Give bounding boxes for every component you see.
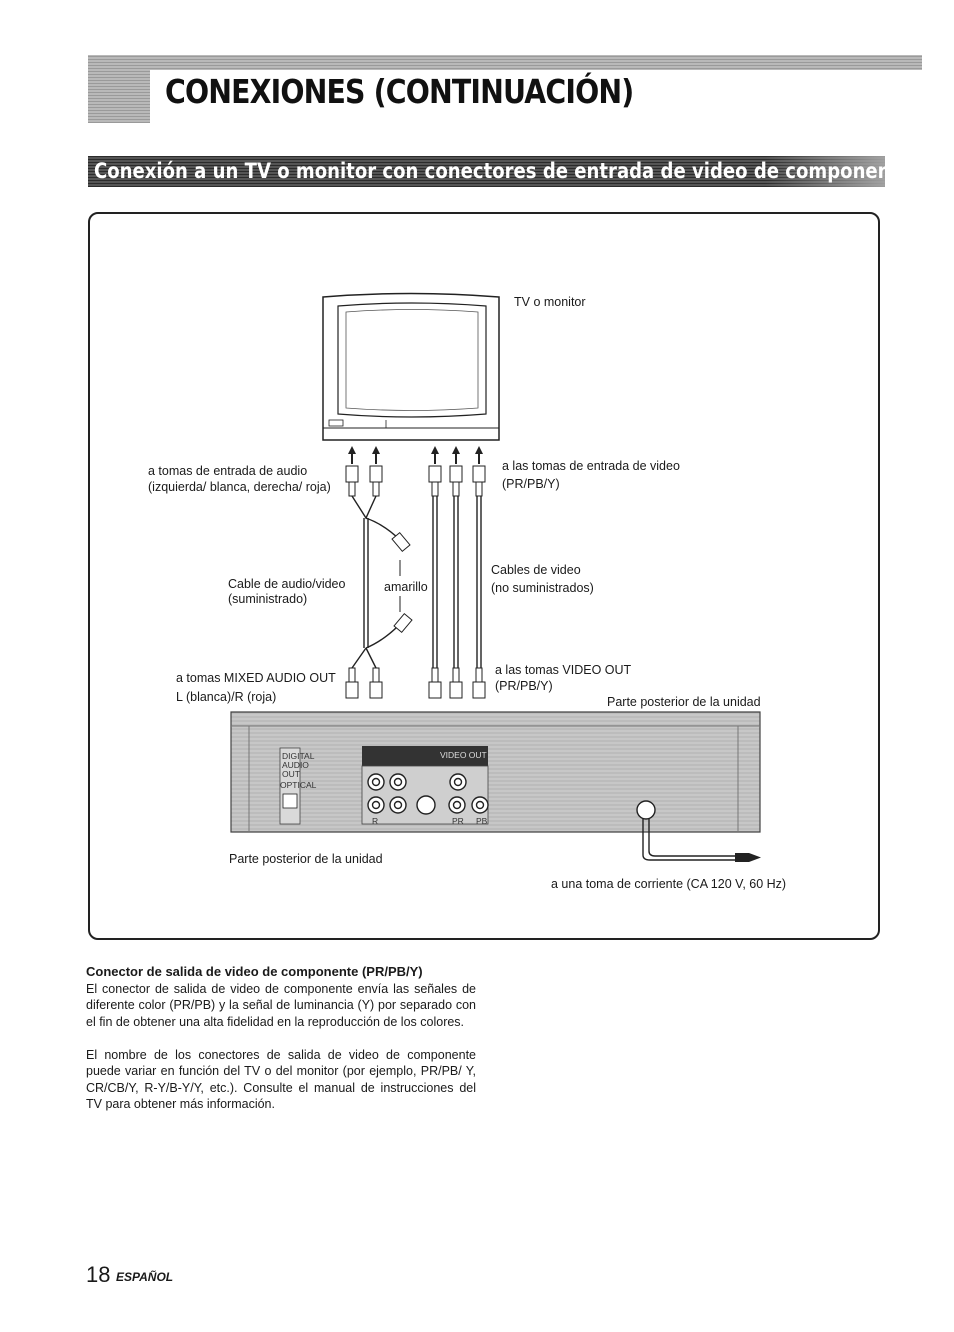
power-plug-icon [735,853,761,862]
rear-label-top: Parte posterior de la unidad [607,695,761,709]
unit-rear-panel [230,711,761,833]
panel-optical-label: OPTICAL [280,780,317,790]
tv-monitor [322,292,500,441]
panel-pb-label: PB [476,816,488,826]
audio-in-label-line1: a tomas de entrada de audio [148,464,308,478]
mixed-audio-label-line1: a tomas MIXED AUDIO OUT [176,671,336,685]
body-paragraph-1: El conector de salida de video de compon… [86,982,476,1029]
video-in-label-line2: (PR/PB/Y) [502,477,560,491]
panel-digital-label: DIGITAL AUDIO OUT [282,751,315,779]
bottom-plugs [345,667,486,699]
section-title: Conexión a un TV o monitor con conectore… [94,159,912,183]
top-plugs [345,465,486,497]
section-band [88,156,885,187]
diagram-frame [88,212,880,940]
rear-label-bottom: Parte posterior de la unidad [229,852,383,866]
av-cable-label-line2: (suministrado) [228,592,308,606]
audio-in-label-line2: (izquierda/ blanca, derecha/ roja) [148,480,331,494]
body-paragraph-2: El nombre de los conectores de salida de… [86,1048,476,1111]
yellow-plugs [391,531,413,634]
video-cables-label-line1: Cables de video [491,563,581,577]
body-heading: Conector de salida de video de component… [86,964,423,979]
page-number: 18 [86,1262,111,1287]
panel-r-label: R [372,816,379,826]
panel-video-out-label: VIDEO OUT [440,750,487,760]
page-title: CONEXIONES (CONTINUACIÓN) [165,72,634,111]
video-cables-label-line2: (no suministrados) [491,581,594,595]
header-title-background [150,70,922,123]
yellow-label: amarillo [384,580,428,594]
tv-label: TV o monitor [514,295,586,309]
page-language: ESPAÑOL [116,1270,174,1284]
mixed-audio-label-line2: L (blanca)/R (roja) [176,690,277,704]
video-cables [432,496,482,668]
arrow-icons [348,446,483,464]
panel-pr-label: PR [452,816,464,826]
power-cord [636,800,735,861]
video-out-label-line1: a las tomas VIDEO OUT [495,663,632,677]
video-in-label-line1: a las tomas de entrada de video [502,459,680,473]
panel-jacks [367,773,489,815]
video-out-label-line2: (PR/PB/Y) [495,679,553,693]
av-cable-label-line1: Cable de audio/video [228,577,346,591]
power-label: a una toma de corriente (CA 120 V, 60 Hz… [551,877,787,891]
